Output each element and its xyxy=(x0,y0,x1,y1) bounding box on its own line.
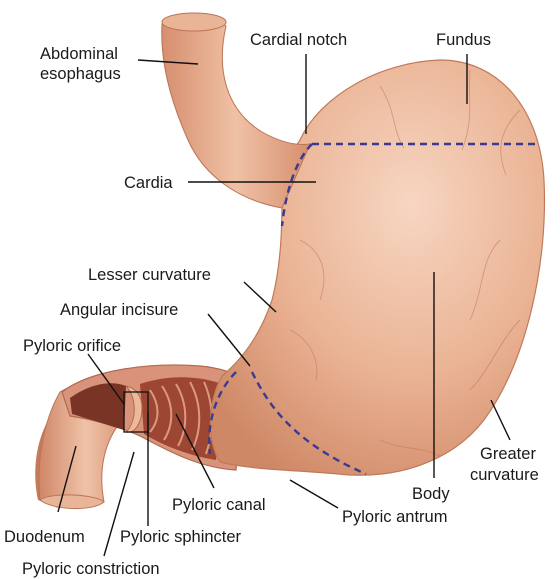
label-pyloric-constriction: Pyloric constriction xyxy=(22,560,160,578)
leader-pyloric-orifice xyxy=(87,353,125,405)
pyloric-sphincter-ring xyxy=(124,385,143,433)
label-cardia: Cardia xyxy=(124,174,173,192)
label-pyloric-orifice: Pyloric orifice xyxy=(23,337,121,355)
labels: Abdominal esophagus Cardial notch Fundus… xyxy=(4,31,539,578)
label-pyloric-sphincter: Pyloric sphincter xyxy=(120,528,242,546)
esophagus-opening xyxy=(161,12,227,32)
label-cardial-notch: Cardial notch xyxy=(250,31,347,49)
leader-angular-incisure xyxy=(207,313,251,367)
label-abdominal-esophagus-1: Abdominal xyxy=(40,45,118,63)
leader-pyloric-constriction xyxy=(103,451,135,557)
pyloric-canal-interior xyxy=(140,377,222,460)
leader-lines xyxy=(57,54,511,557)
label-greater-curvature-2: curvature xyxy=(470,466,539,484)
duodenum-opening xyxy=(39,494,105,510)
leader-duodenum xyxy=(57,445,77,513)
leader-abdominal-esophagus xyxy=(137,59,199,65)
cardia-boundary-line xyxy=(280,143,313,227)
label-abdominal-esophagus-2: esophagus xyxy=(40,65,121,83)
label-fundus: Fundus xyxy=(436,31,491,49)
leader-pyloric-antrum xyxy=(289,479,339,509)
label-angular-incisure: Angular incisure xyxy=(60,301,178,319)
esophagus-tube xyxy=(161,17,311,209)
stomach-body-shape xyxy=(209,59,546,476)
label-body: Body xyxy=(412,485,450,503)
label-pyloric-canal: Pyloric canal xyxy=(172,496,266,514)
mucosal-folds xyxy=(149,381,213,455)
antrum-boundary-line xyxy=(250,371,367,476)
leader-lesser-curvature xyxy=(243,281,277,313)
pylorus-boundary-line xyxy=(208,371,237,455)
label-greater-curvature-1: Greater xyxy=(480,445,536,463)
label-lesser-curvature: Lesser curvature xyxy=(88,266,211,284)
pyloric-lumen xyxy=(70,383,126,430)
leader-greater-curvature xyxy=(490,399,511,441)
label-pyloric-antrum: Pyloric antrum xyxy=(342,508,447,526)
leader-pyloric-canal xyxy=(175,413,215,489)
label-duodenum: Duodenum xyxy=(4,528,85,546)
